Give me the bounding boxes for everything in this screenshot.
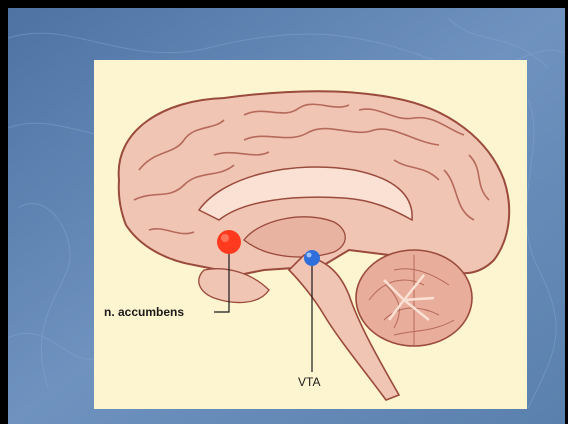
vta-marker [304, 250, 320, 266]
cerebellum [356, 250, 472, 346]
vta-label: VTA [298, 375, 320, 389]
nucleus-accumbens-label: n. accumbens [104, 305, 184, 319]
brain-figure-panel [94, 60, 527, 409]
brain-sagittal-illustration [94, 60, 527, 409]
nucleus-accumbens-marker [217, 230, 241, 254]
